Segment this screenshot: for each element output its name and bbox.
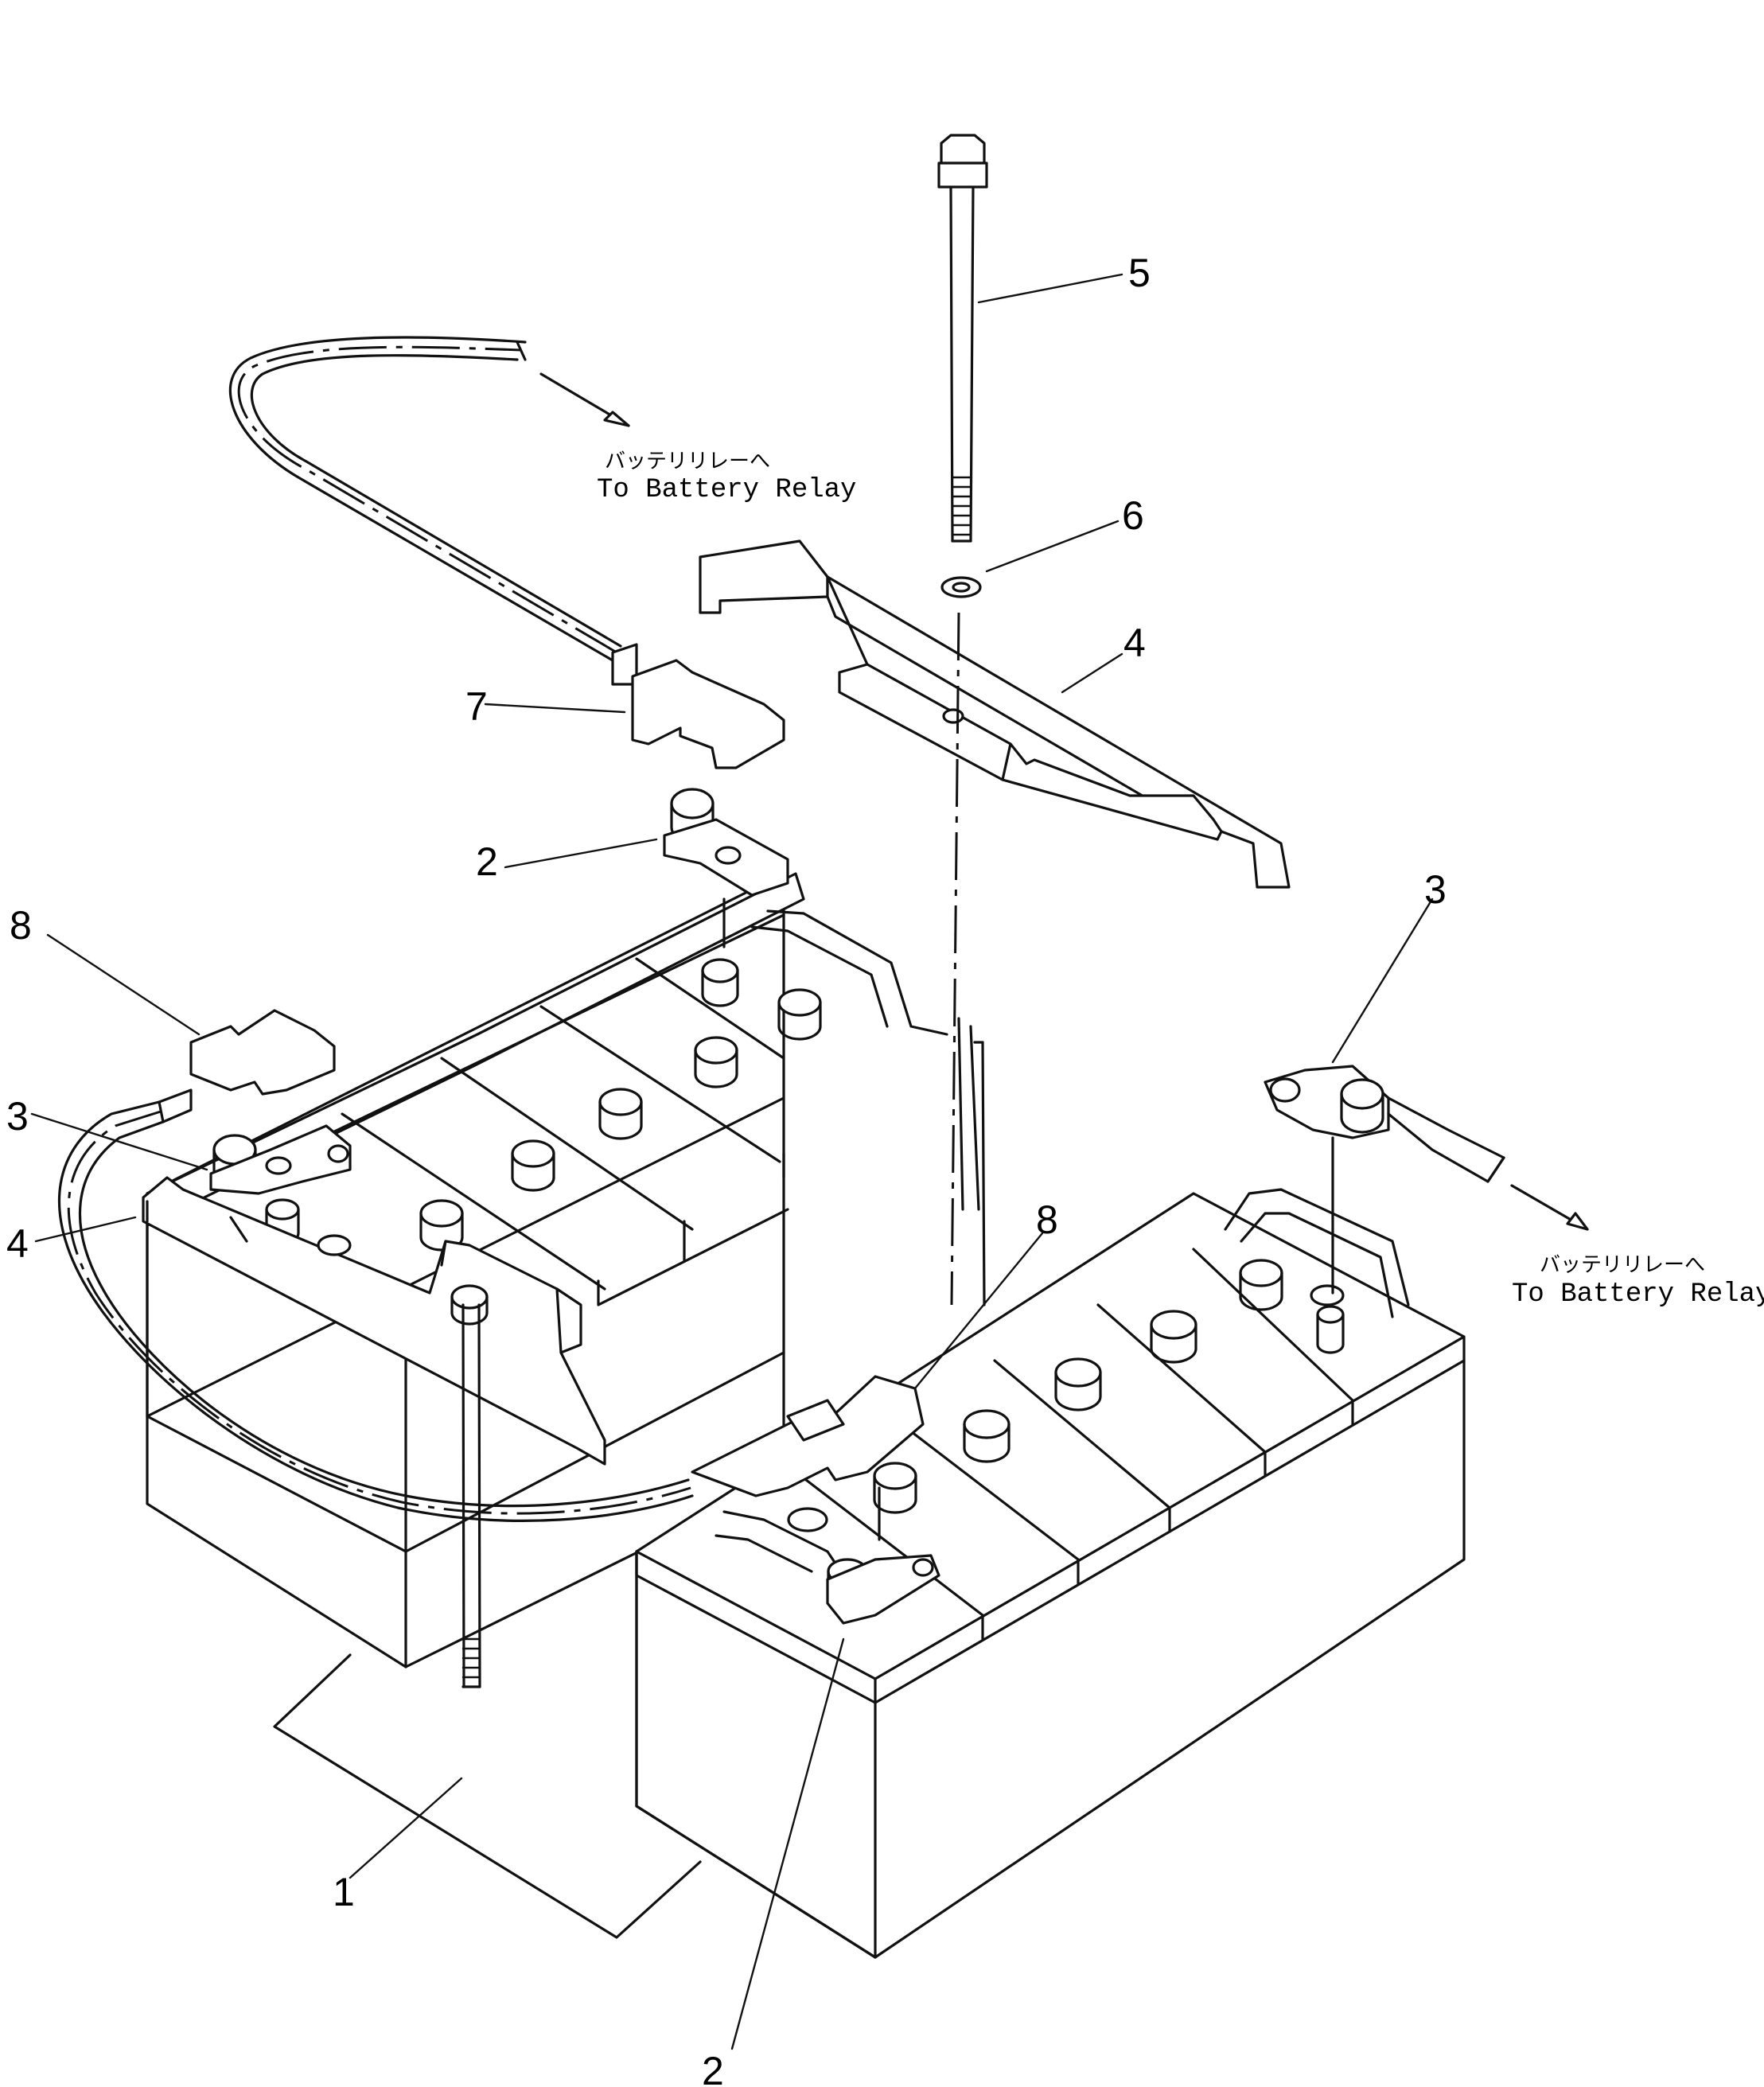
leader-lines bbox=[30, 273, 1434, 2050]
note-upper-jp: バッテリリレーへ bbox=[605, 450, 770, 473]
callout-2-lower: 2 bbox=[702, 2049, 724, 2087]
callout-8-left: 8 bbox=[10, 903, 32, 948]
callout-4-upper: 4 bbox=[1123, 621, 1146, 665]
cable-lower-connector-left bbox=[57, 1009, 694, 1522]
cable-upper bbox=[228, 336, 785, 769]
callout-6: 6 bbox=[1122, 493, 1144, 538]
battery-right bbox=[635, 1188, 1466, 1959]
note-right: バッテリリレーへ To Battery Relay bbox=[1512, 1253, 1764, 1310]
cable-connector-middle bbox=[691, 1375, 925, 1541]
terminal-clamp-upper bbox=[663, 788, 789, 948]
j-bolt-lower bbox=[461, 1041, 986, 1688]
note-right-jp: バッテリリレーへ bbox=[1540, 1253, 1705, 1277]
callout-2-upper: 2 bbox=[476, 839, 498, 884]
callout-4-lower: 4 bbox=[6, 1221, 29, 1266]
note-upper: バッテリリレーへ To Battery Relay bbox=[597, 450, 856, 505]
callout-7: 7 bbox=[465, 684, 488, 729]
callout-1: 1 bbox=[333, 1870, 355, 1914]
callout-5: 5 bbox=[1128, 251, 1151, 295]
washer bbox=[940, 576, 982, 598]
terminal-clamp-right bbox=[1264, 1065, 1589, 1295]
hold-down-bracket-lower bbox=[142, 1176, 606, 1466]
battery-set-bracket bbox=[273, 1653, 702, 1939]
j-bolt-upper bbox=[937, 134, 988, 1306]
note-upper-en: To Battery Relay bbox=[597, 475, 856, 505]
callout-8-middle: 8 bbox=[1036, 1197, 1058, 1242]
terminal-clamp-left bbox=[209, 1124, 352, 1195]
terminal-clamp-lower bbox=[826, 1554, 940, 1625]
hold-down-bracket-upper bbox=[699, 539, 1291, 889]
battery-right-caps bbox=[787, 1259, 1345, 1532]
callout-3-right: 3 bbox=[1424, 867, 1447, 912]
note-right-en: To Battery Relay bbox=[1512, 1279, 1764, 1310]
callout-labels: 5 6 4 7 2 8 3 4 8 3 1 2 bbox=[6, 251, 1447, 2087]
battery-left-caps bbox=[265, 958, 822, 1252]
callout-3-left: 3 bbox=[6, 1094, 29, 1139]
